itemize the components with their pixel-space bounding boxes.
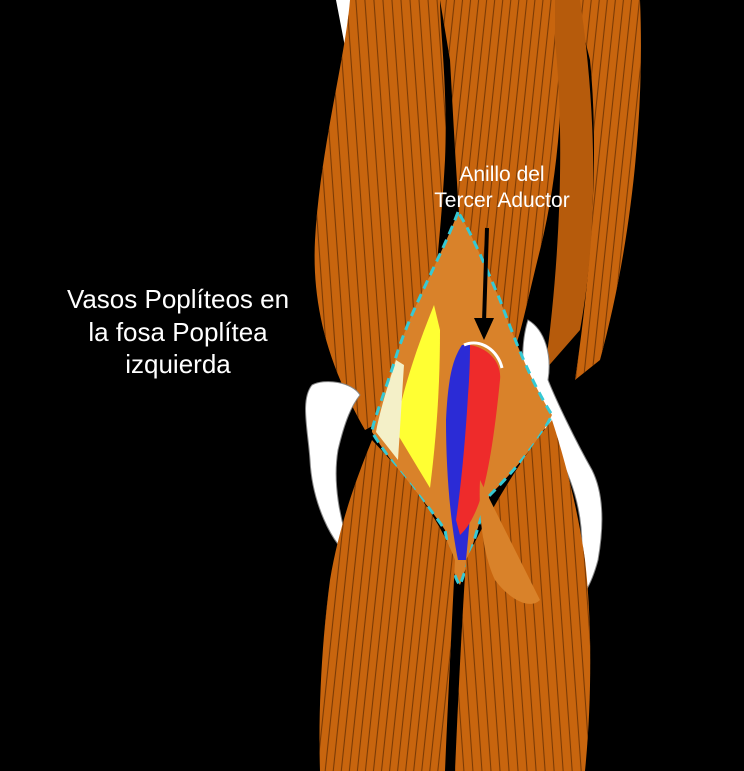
adductor-hiatus-arrow [474, 227, 494, 340]
ring-label-line-2: Tercer Aductor [434, 189, 570, 213]
main-title-line-2: la fosa Poplítea [88, 316, 268, 347]
lateral-condyle-bone [305, 381, 361, 562]
ring-label-line-1: Anillo del [459, 163, 545, 186]
semitendinosus-muscle [545, 0, 594, 370]
main-title-line-1: Vasos Poplíteos en [66, 284, 290, 314]
plantaris-muscle [479, 480, 540, 604]
fossa-outline [370, 208, 554, 588]
nerve-yellow [395, 305, 440, 488]
popliteal-fossa [370, 208, 554, 588]
nerve-pale [376, 360, 404, 460]
adductor-ring-label: Anillo del Tercer Aductor [396, 162, 608, 215]
calf-muscles [319, 420, 591, 771]
main-title: Vasos Poplíteos en la fosa Poplítea izqu… [28, 283, 328, 381]
popliteal-artery [456, 345, 501, 535]
popliteal-artery-lumen [463, 341, 504, 369]
main-title-line-3: izquierda [125, 349, 231, 379]
